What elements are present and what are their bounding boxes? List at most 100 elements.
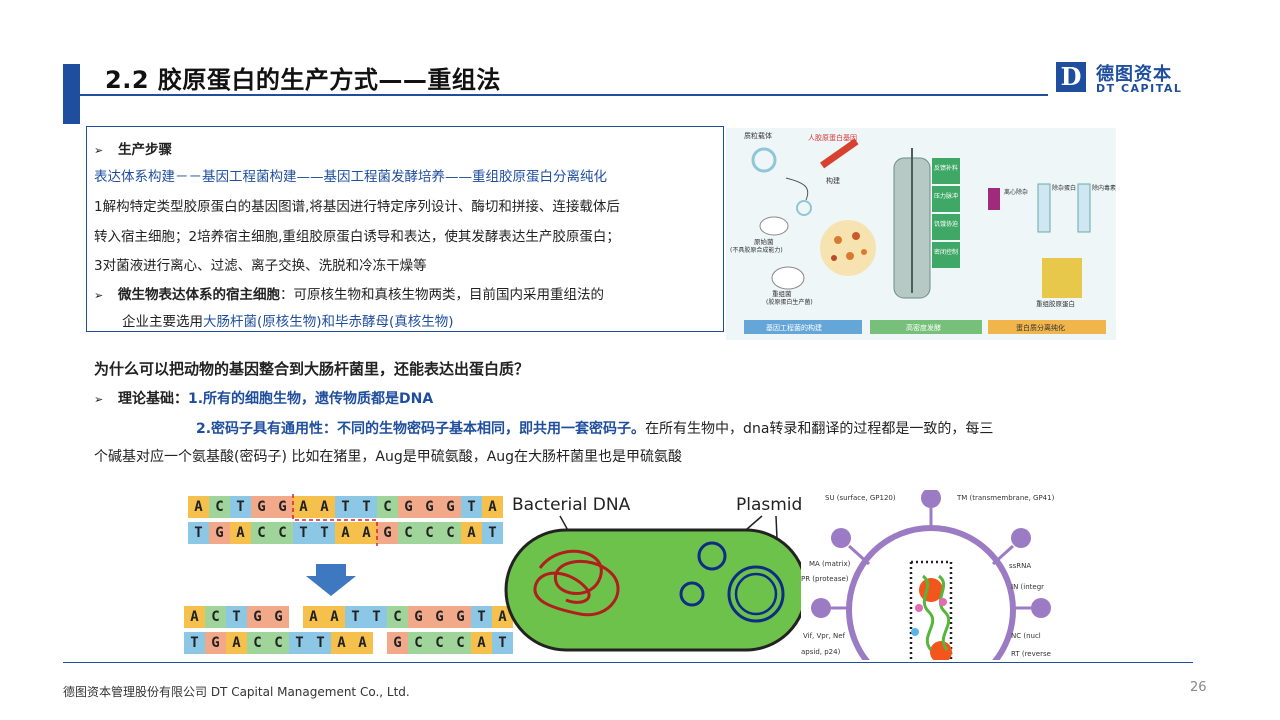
nucleotide: T bbox=[293, 522, 314, 544]
nucleotide: G bbox=[268, 606, 289, 628]
label-capsid: apsid, p24) bbox=[801, 648, 841, 656]
stage-3-label: 蛋白质分离纯化 bbox=[1016, 323, 1065, 332]
nucleotide: C bbox=[398, 522, 419, 544]
bacteria-plasmid-figure: Bacterial DNA Plasmid bbox=[504, 495, 808, 652]
theory-label: 理论基础： bbox=[118, 391, 188, 407]
centrifuge-icon bbox=[988, 188, 1000, 210]
logo-chinese-name: 德图资本 bbox=[1096, 64, 1172, 85]
steps-line-2: 转入宿主细胞；2培养宿主细胞,重组胶原蛋白诱导和表达，使其发酵表达生产胶原蛋白； bbox=[94, 229, 620, 245]
nucleotide: T bbox=[314, 522, 335, 544]
nucleotide: T bbox=[471, 606, 492, 628]
label-nc: NC (nucl bbox=[1011, 632, 1041, 640]
footer-divider bbox=[63, 662, 1193, 663]
nucleotide: C bbox=[251, 522, 272, 544]
bacterium-cell-icon bbox=[504, 528, 808, 652]
nucleotide: G bbox=[272, 496, 293, 518]
pressure-box bbox=[932, 186, 960, 212]
nucleotide: T bbox=[461, 496, 482, 518]
stage-fermentation bbox=[870, 320, 982, 334]
label-product: 重组胶原蛋白 bbox=[1036, 299, 1075, 308]
nucleotide: G bbox=[387, 632, 408, 654]
nucleotide: A bbox=[314, 496, 335, 518]
plasmid-vector-icon bbox=[751, 147, 777, 173]
title-accent-bar bbox=[63, 64, 80, 124]
nucleotide: G bbox=[377, 522, 398, 544]
nucleotide: T bbox=[226, 606, 247, 628]
label-original-sub: (不具胶原合成能力) bbox=[730, 246, 783, 254]
nucleotide: T bbox=[289, 632, 310, 654]
nucleotide: A bbox=[352, 632, 373, 654]
steps-heading: 生产步骤 bbox=[118, 142, 172, 158]
nucleotide: C bbox=[205, 606, 226, 628]
nucleotide: T bbox=[188, 522, 209, 544]
nucleotide: A bbox=[303, 606, 324, 628]
recombinant-cell-icon bbox=[771, 266, 805, 290]
nucleotide: T bbox=[366, 606, 387, 628]
nucleotide: C bbox=[429, 632, 450, 654]
feed-box bbox=[932, 158, 960, 184]
nucleotide: C bbox=[247, 632, 268, 654]
label-centrifuge: 离心除杂 bbox=[1004, 188, 1028, 196]
nucleotide: C bbox=[450, 632, 471, 654]
nucleotide: A bbox=[230, 522, 251, 544]
nucleotide: A bbox=[184, 606, 205, 628]
nucleotide: A bbox=[356, 522, 377, 544]
capsid-icon bbox=[909, 560, 953, 660]
label-original: 原始菌 bbox=[754, 237, 774, 246]
spike-icon bbox=[811, 598, 831, 618]
column-1-icon bbox=[1037, 183, 1051, 233]
label-tm: TM (transmembrane, GP41) bbox=[956, 494, 1055, 502]
steps-heading-line: ➢生产步骤 bbox=[94, 138, 172, 158]
cut-gap bbox=[289, 606, 303, 628]
plasmid-label: Plasmid bbox=[736, 495, 802, 515]
label-endotoxin: 除内毒素 bbox=[1092, 184, 1116, 192]
bullet-arrow-icon: ➢ bbox=[94, 393, 104, 406]
nucleotide: G bbox=[251, 496, 272, 518]
nucleotide: T bbox=[230, 496, 251, 518]
nucleotide: C bbox=[377, 496, 398, 518]
spike-icon bbox=[1011, 528, 1031, 548]
question-line: 为什么可以把动物的基因整合到大肠杆菌里，还能表达出蛋白质？ bbox=[94, 360, 530, 378]
title-divider bbox=[80, 94, 1048, 96]
nucleotide: A bbox=[293, 496, 314, 518]
nucleotide: G bbox=[205, 632, 226, 654]
bacteria-culture-icon bbox=[820, 220, 876, 276]
stage-1-label: 基因工程菌的构建 bbox=[766, 323, 822, 332]
host-cell-line-2: 企业主要选用大肠杆菌(原核生物)和毕赤酵母(真核生物) bbox=[122, 310, 454, 330]
label-impurity: 除杂蛋白 bbox=[1052, 184, 1076, 192]
stage-2-label: 高密度发酵 bbox=[906, 323, 941, 332]
cut-site-marker bbox=[292, 494, 378, 546]
label-recombinant-sub: (胶原蛋白生产菌) bbox=[766, 298, 813, 306]
label-vif: Vif, Vpr, Nef bbox=[803, 632, 846, 640]
label-gene: 人胶原蛋白基因 bbox=[808, 133, 857, 142]
steps-line-3: 3对菌液进行离心、过滤、离子交换、洗脱和冷冻干燥等 bbox=[94, 258, 427, 274]
nucleotide: T bbox=[356, 496, 377, 518]
gene-fragment-icon bbox=[820, 138, 859, 169]
bacterial-dna-icon bbox=[533, 549, 620, 617]
column-2-icon bbox=[1077, 183, 1091, 233]
page-title: 2.2 胶原蛋白的生产方式——重组法 bbox=[105, 66, 501, 94]
nucleotide: G bbox=[440, 496, 461, 518]
label-vector: 质粒载体 bbox=[744, 131, 772, 140]
theory-point-2: 2.密码子具有通用性：不同的生物密码子基本相同，即共用一套密码子。 bbox=[196, 421, 646, 437]
recombinant-plasmid-icon bbox=[796, 200, 812, 216]
nucleotide: T bbox=[335, 496, 356, 518]
small-plasmid-icon bbox=[697, 541, 727, 571]
nucleotide: G bbox=[429, 606, 450, 628]
nucleotide: G bbox=[209, 522, 230, 544]
theory-point-2-tail: 在所有生物中，dna转录和翻译的过程都是一致的，每三 bbox=[645, 421, 994, 437]
nucleotide: C bbox=[419, 522, 440, 544]
original-cell-icon bbox=[759, 216, 789, 236]
nucleotide: C bbox=[408, 632, 429, 654]
steps-flow: 表达体系构建－－基因工程菌构建——基因工程菌发酵培养——重组胶原蛋白分离纯化 bbox=[94, 169, 607, 185]
production-steps-box bbox=[86, 126, 724, 332]
logo-english-name: DT CAPITAL bbox=[1096, 82, 1183, 95]
down-arrow-icon bbox=[306, 564, 356, 596]
host-cell-prefix: 企业主要选用 bbox=[122, 314, 203, 330]
cut-gap bbox=[373, 632, 387, 654]
nucleotide: G bbox=[247, 606, 268, 628]
host-cell-heading: 微生物表达体系的宿主细胞 bbox=[118, 287, 280, 303]
